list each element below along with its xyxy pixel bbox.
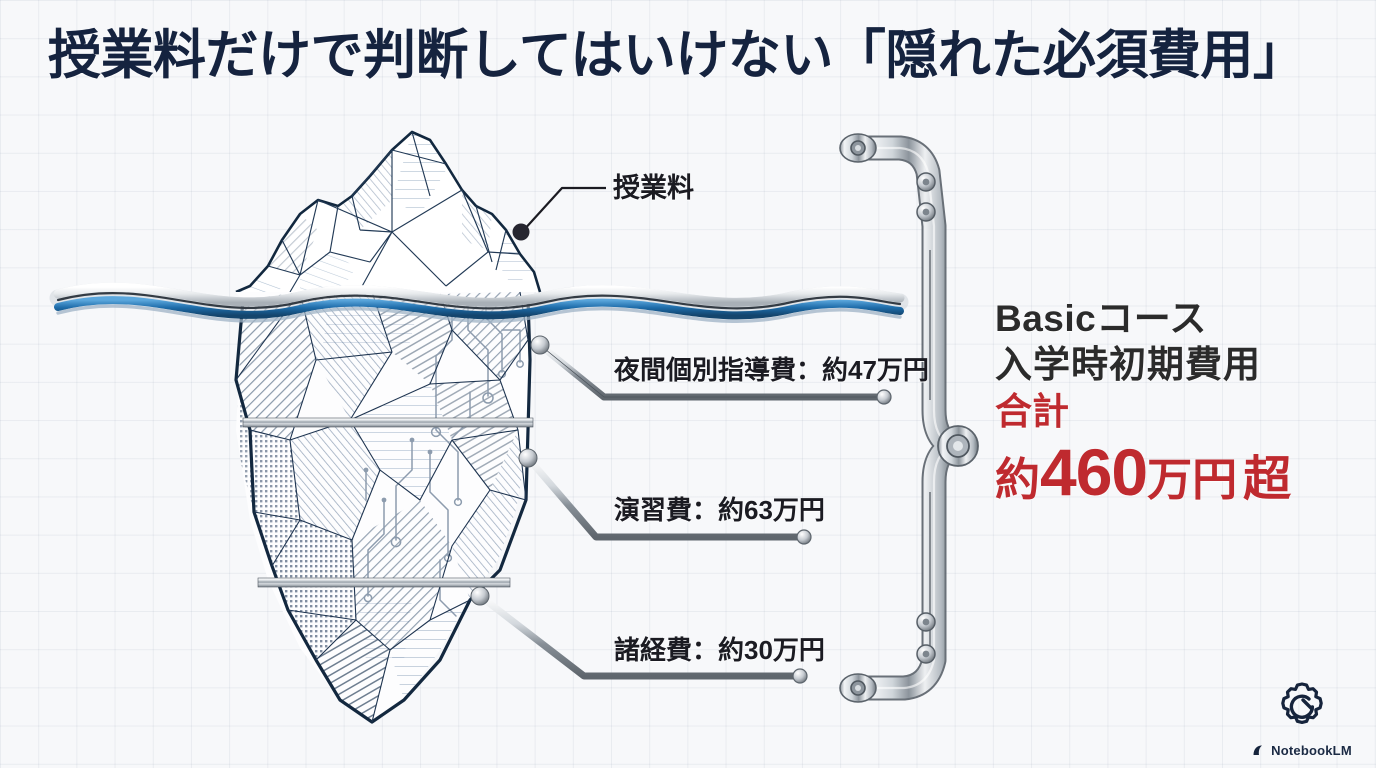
watermark-text-row: NotebookLM <box>1242 743 1362 758</box>
callout-label-misc-fee: 諸経費：約30万円 <box>614 635 825 665</box>
callout-label-night-tutoring: 夜間個別指導費：約47万円 <box>614 355 929 385</box>
iceberg-divider-bar <box>242 417 534 588</box>
cost-summary-block: Basicコース 入学時初期費用 合計 約460万円超 <box>995 296 1365 508</box>
brace-pivot <box>937 425 979 467</box>
waterline <box>49 282 909 323</box>
amount-suffix: 超 <box>1243 452 1292 506</box>
summary-total-amount: 約460万円超 <box>995 434 1365 509</box>
callout-label-tuition: 授業料 <box>613 173 694 203</box>
notebooklm-mark-icon <box>1253 745 1263 755</box>
summary-cost-type: 入学時初期費用 <box>995 343 1261 385</box>
amount-prefix: 約 <box>995 453 1041 505</box>
brace-bolt <box>916 172 936 664</box>
amount-unit: 万円 <box>1147 453 1238 505</box>
page-title: 授業料だけで判断してはいけない「隠れた必須費用」 <box>48 26 1306 85</box>
metal-brace-body <box>839 133 979 703</box>
callout-label-practice-fee: 演習費：約63万円 <box>614 495 825 525</box>
amount-number: 460 <box>1040 434 1148 509</box>
watermark-label: NotebookLM <box>1271 743 1352 758</box>
summary-course-name: Basicコース <box>995 298 1207 339</box>
gear-icon <box>1281 682 1323 724</box>
notebooklm-watermark: NotebookLM <box>1242 680 1362 758</box>
leader-tuition <box>512 186 606 241</box>
summary-total-label: 合計 <box>995 390 1069 432</box>
